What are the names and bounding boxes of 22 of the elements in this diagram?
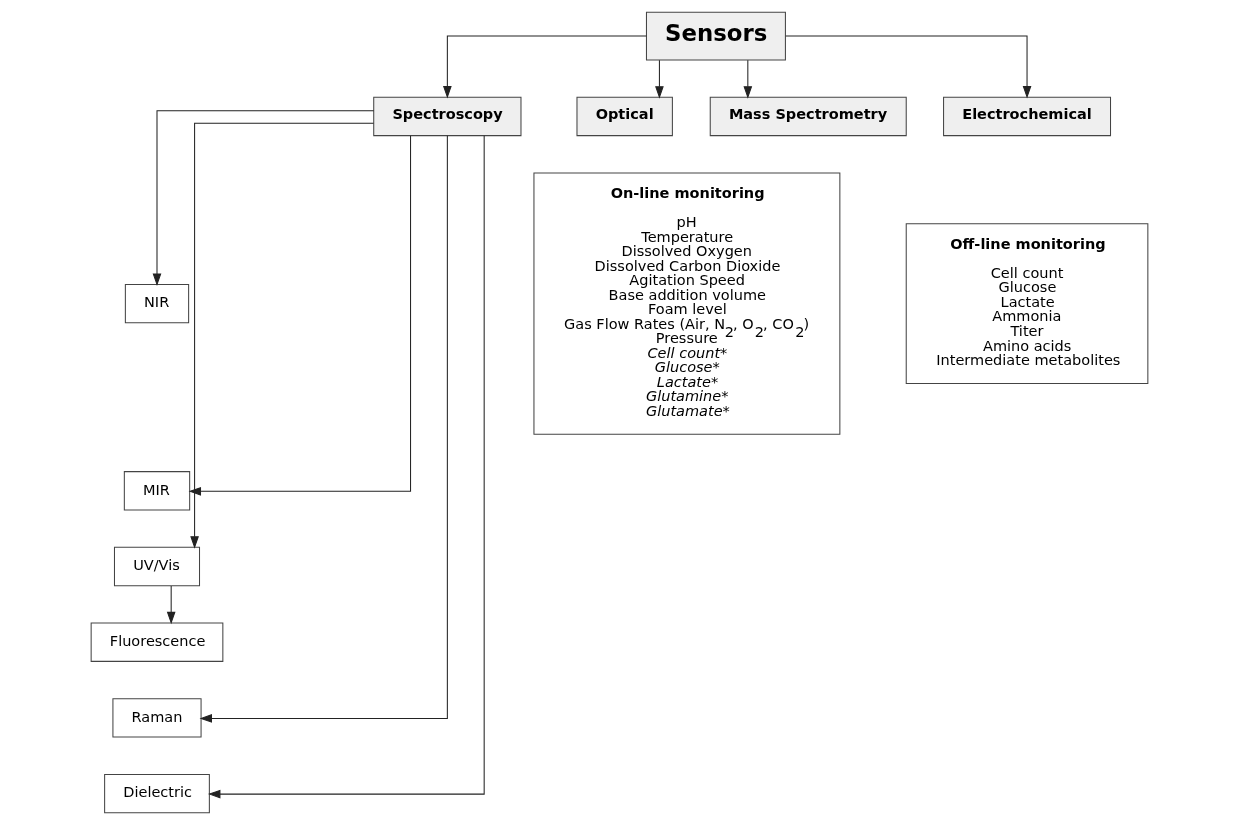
arrow [784, 35, 1031, 99]
arrow [442, 35, 647, 99]
arrow [166, 585, 176, 625]
node-box: Spectroscopy [372, 96, 521, 137]
node-box: NIR [124, 283, 189, 324]
arrow [199, 135, 448, 723]
arrow [188, 135, 411, 496]
arrow [152, 110, 374, 286]
arrow [189, 122, 374, 549]
node-box: UV/Vis [113, 546, 200, 587]
node-box: Optical [575, 96, 673, 137]
arrow [654, 59, 664, 99]
node-box: Sensors [645, 11, 786, 61]
node-box: Fluorescence [90, 622, 223, 662]
node-box: MIR [123, 471, 190, 511]
node-box: Dielectric [103, 773, 210, 814]
node-box: Raman [111, 698, 202, 738]
node-box: Off-line monitoring Cell count Glucose Lactate Ammonia Titer Amino acids Intermediate metabolites [905, 223, 1148, 384]
arrow [742, 59, 752, 99]
node-box: Mass Spectrometry [709, 96, 907, 137]
node-box: Electrochemical [942, 96, 1111, 137]
arrow [207, 135, 485, 799]
